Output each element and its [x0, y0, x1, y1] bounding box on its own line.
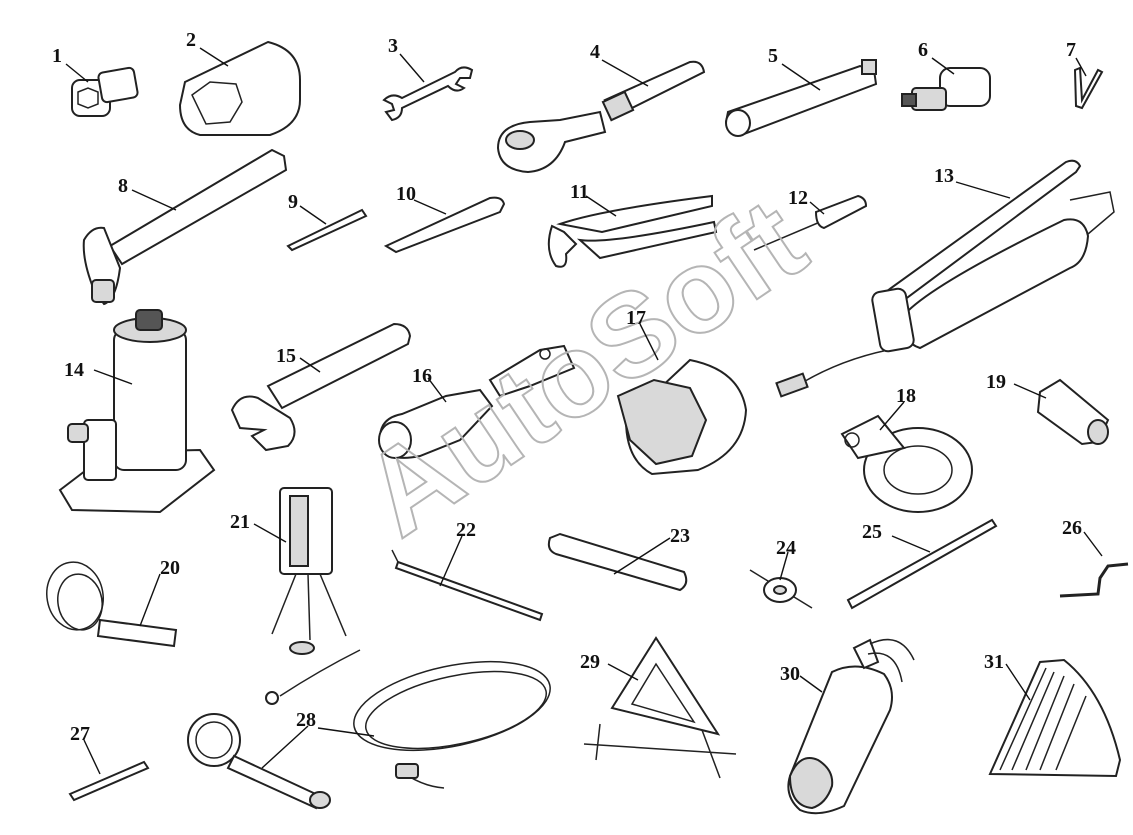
part-number-18: 18 [896, 385, 916, 407]
part-number-31: 31 [984, 651, 1004, 673]
tool-14-bottle-jack [58, 309, 216, 514]
tool-9-punch [286, 208, 368, 252]
leader-lines [65, 47, 1103, 775]
tool-31-wheel-chock [988, 658, 1122, 778]
part-number-10: 10 [396, 183, 416, 205]
tool-26-crank-handle [1059, 562, 1129, 598]
part-number-25: 25 [862, 521, 882, 543]
tool-4-ratchet-handle [496, 60, 706, 174]
part-number-11: 11 [570, 181, 589, 203]
tool-23-tommy-bar [547, 532, 688, 592]
part-number-6: 6 [918, 39, 928, 61]
part-number-9: 9 [288, 191, 298, 213]
tool-22-tyre-lever [391, 549, 544, 622]
part-number-21: 21 [230, 511, 250, 533]
tool-15-adjustable-wrench [230, 322, 412, 452]
part-number-12: 12 [788, 187, 808, 209]
part-number-13: 13 [934, 165, 954, 187]
part-number-22: 22 [456, 519, 476, 541]
part-number-17: 17 [626, 307, 646, 329]
tool-29-warning-triangle [583, 636, 737, 779]
part-number-1: 1 [52, 45, 62, 67]
tool-25-extension-rod [846, 518, 998, 610]
tool-18-ring-spanner [840, 414, 973, 513]
part-number-26: 26 [1062, 517, 1082, 539]
part-number-4: 4 [590, 41, 600, 63]
part-number-2: 2 [186, 29, 196, 51]
tool-8-hammer [82, 148, 288, 306]
part-number-16: 16 [412, 365, 432, 387]
tool-3-open-end-wrench [382, 66, 474, 122]
tool-30-fire-extinguisher [787, 638, 915, 815]
tool-1-socket-adapter [71, 66, 139, 117]
part-number-27: 27 [70, 723, 90, 745]
tool-10-chisel [383, 196, 506, 254]
tool-27-valve-core-tool [68, 760, 150, 802]
part-number-28: 28 [296, 709, 316, 731]
part-number-15: 15 [276, 345, 296, 367]
part-number-29: 29 [580, 651, 600, 673]
tool-2-large-socket [178, 40, 301, 136]
part-number-20: 20 [160, 557, 180, 579]
part-number-19: 19 [986, 371, 1006, 393]
tool-28-inflator-hose [187, 649, 551, 810]
part-number-30: 30 [780, 663, 800, 685]
part-number-14: 14 [64, 359, 84, 381]
tool-17-hex-socket [616, 358, 748, 476]
part-number-24: 24 [776, 537, 796, 559]
part-number-8: 8 [118, 175, 128, 197]
part-number-5: 5 [768, 45, 778, 67]
tool-12-screwdriver [753, 194, 868, 251]
tool-19-socket [1036, 378, 1110, 446]
tool-7-hex-key [1073, 66, 1104, 110]
part-number-labels: 1 2 3 4 5 6 7 8 9 10 11 12 13 14 15 16 1… [52, 29, 1082, 745]
tool-6-universal-joint [901, 67, 991, 111]
tool-11-pliers [547, 194, 718, 268]
part-number-23: 23 [670, 525, 690, 547]
tool-13-grease-gun [775, 159, 1115, 398]
tool-5-extension-bar [724, 59, 878, 137]
part-number-3: 3 [388, 35, 398, 57]
tool-21-work-lamp [271, 487, 347, 655]
tool-16-wheel-socket [378, 344, 576, 459]
tool-20-oil-filter-wrench [46, 561, 178, 648]
part-number-7: 7 [1066, 39, 1076, 61]
